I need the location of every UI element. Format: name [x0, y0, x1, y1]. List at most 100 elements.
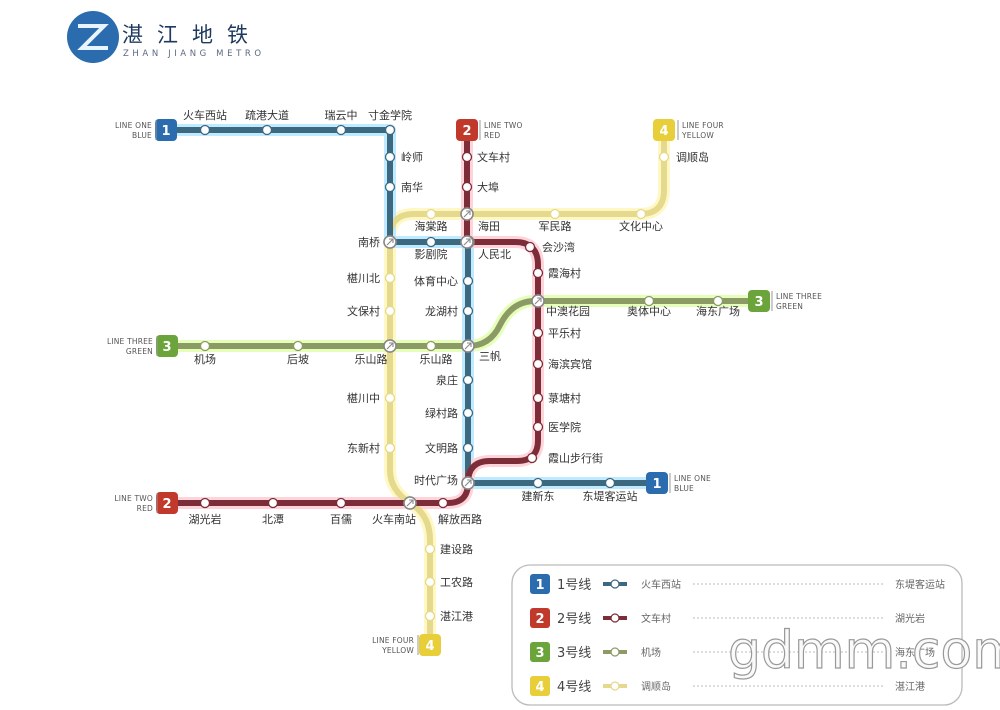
station-dot	[384, 305, 396, 317]
station[interactable]: 南华	[384, 180, 424, 194]
line-number: 4	[659, 124, 668, 139]
station[interactable]: 乐山路	[420, 340, 453, 367]
station-label: 解放西路	[438, 512, 482, 526]
station[interactable]: 医学院	[532, 420, 582, 434]
station[interactable]: 湛江港	[424, 610, 474, 623]
station-dot	[461, 181, 473, 193]
station[interactable]: 影剧院	[415, 236, 448, 262]
station[interactable]: 海滨宾馆	[532, 357, 593, 371]
station-dot	[384, 181, 396, 193]
station[interactable]: 调顺岛	[658, 150, 710, 164]
station[interactable]	[461, 476, 475, 490]
station-label: 奥体中心	[627, 304, 671, 318]
legend-line-name: 2号线	[557, 612, 591, 627]
station[interactable]: 海棠路	[415, 208, 448, 234]
station-label: 湛江港	[440, 610, 473, 623]
station[interactable]: 北潭	[262, 497, 284, 527]
station[interactable]	[383, 339, 397, 353]
line-number: 1	[161, 124, 170, 139]
station[interactable]: 东堤客运站	[583, 477, 638, 504]
station[interactable]: 寸金学院	[368, 108, 412, 136]
station-dot	[461, 151, 473, 163]
station[interactable]: 大埠	[461, 180, 500, 194]
transfer-arrow-icon	[464, 479, 472, 487]
station[interactable]	[403, 496, 417, 510]
station[interactable]: 湖光岩	[189, 497, 222, 527]
station[interactable]	[460, 235, 474, 249]
station-dot	[384, 124, 396, 136]
station[interactable]: 百儒	[330, 497, 352, 527]
line-badge	[156, 335, 178, 357]
station[interactable]	[461, 339, 475, 353]
station[interactable]: 龙湖村	[425, 304, 474, 318]
station-dot	[199, 124, 211, 136]
station-label: 龙湖村	[425, 304, 458, 318]
station[interactable]: 建设路	[424, 542, 474, 556]
station[interactable]: 后坡	[287, 340, 309, 367]
station-label: 医学院	[548, 420, 581, 434]
station-label: 瑞云中	[325, 108, 358, 122]
station-label: 建新东	[522, 489, 555, 503]
station[interactable]: 平乐村	[532, 326, 582, 340]
transfer-arrow-icon	[463, 238, 471, 246]
station[interactable]: 海东广场	[696, 295, 740, 319]
station[interactable]: 文车村	[461, 150, 511, 164]
station-label: 建设路	[440, 542, 473, 556]
station[interactable]: 霞海村	[532, 266, 582, 280]
station[interactable]: 奥体中心	[627, 295, 671, 319]
station-label: 绿村路	[425, 406, 458, 420]
station-dot	[549, 208, 561, 220]
station[interactable]: 椹川中	[347, 392, 396, 405]
logo-title-cn: 湛江地铁	[122, 23, 262, 47]
station[interactable]: 机场	[194, 340, 216, 367]
station[interactable]: 会沙湾	[524, 240, 576, 254]
station[interactable]: 解放西路	[437, 497, 482, 527]
station-dot	[532, 358, 544, 370]
station[interactable]: 火车西站	[183, 108, 227, 136]
station[interactable]: 文保村	[347, 304, 396, 318]
station[interactable]: 建新东	[522, 477, 555, 504]
logo-title-en: ZHAN JIANG METRO	[123, 49, 265, 59]
station-label: 东堤客运站	[583, 489, 638, 503]
station[interactable]: 工农路	[424, 575, 474, 589]
station[interactable]: 泉庄	[436, 373, 474, 387]
station[interactable]	[383, 235, 397, 249]
station[interactable]	[531, 294, 545, 308]
station[interactable]: 菉塘村	[532, 391, 582, 405]
station-label: 疏港大道	[245, 108, 289, 122]
transfer-arrow-icon	[406, 499, 414, 507]
station[interactable]: 岭师	[384, 150, 424, 164]
station-dot	[462, 374, 474, 386]
station-label: 海滨宾馆	[548, 357, 592, 371]
legend-start-station: 文车村	[641, 612, 671, 625]
station-dot	[384, 392, 396, 404]
station[interactable]: 军民路	[539, 208, 572, 234]
station[interactable]: 东新村	[347, 441, 396, 455]
logo: 湛江地铁 ZHAN JIANG METRO	[67, 11, 265, 63]
line-name-en: LINE THREE	[107, 337, 153, 346]
station[interactable]: 文化中心	[619, 208, 663, 234]
station[interactable]: 椹川北	[347, 272, 396, 285]
line-number: 4	[425, 639, 434, 654]
station[interactable]: 霞山步行街	[526, 451, 604, 465]
line-badge	[646, 472, 668, 494]
station[interactable]	[460, 207, 474, 221]
station-dot	[425, 340, 437, 352]
station-label: 调顺岛	[676, 150, 709, 164]
station-dot	[267, 497, 279, 509]
legend-start-station: 火车西站	[641, 578, 681, 591]
station[interactable]: 疏港大道	[245, 108, 289, 136]
station[interactable]: 体育中心	[414, 274, 474, 288]
station[interactable]: 绿村路	[425, 406, 474, 420]
station[interactable]: 文明路	[425, 441, 474, 455]
station[interactable]: 瑞云中	[325, 108, 358, 136]
